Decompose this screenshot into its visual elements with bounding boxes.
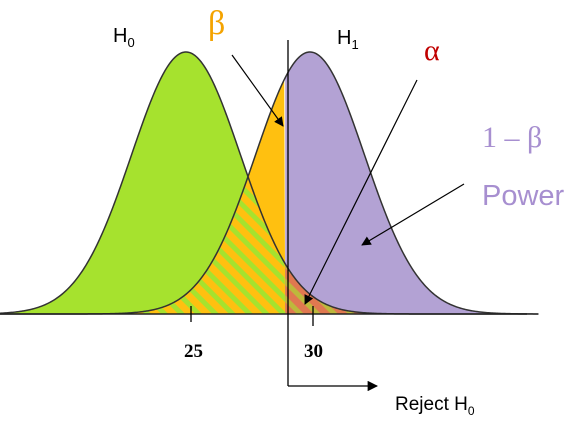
power-region xyxy=(285,52,540,314)
one-minus-beta-label: 1 – β xyxy=(482,121,542,154)
alpha-label: α xyxy=(424,34,440,67)
beta-pointer-arrow xyxy=(231,54,284,127)
overlap-hatch xyxy=(0,177,286,314)
power-pointer-arrow xyxy=(361,183,465,246)
reject-h0-label: Reject H0 xyxy=(395,394,475,418)
beta-label: β xyxy=(208,5,225,42)
tick-30-label: 30 xyxy=(304,341,323,362)
power-label: Power xyxy=(482,180,565,212)
tick-25-label: 25 xyxy=(184,341,203,362)
h0-label: H0 xyxy=(113,25,135,50)
alpha-pointer-arrow xyxy=(304,79,418,305)
h0-green-region xyxy=(0,52,540,314)
h1-label: H1 xyxy=(337,27,359,52)
alpha-hatch xyxy=(285,263,540,314)
